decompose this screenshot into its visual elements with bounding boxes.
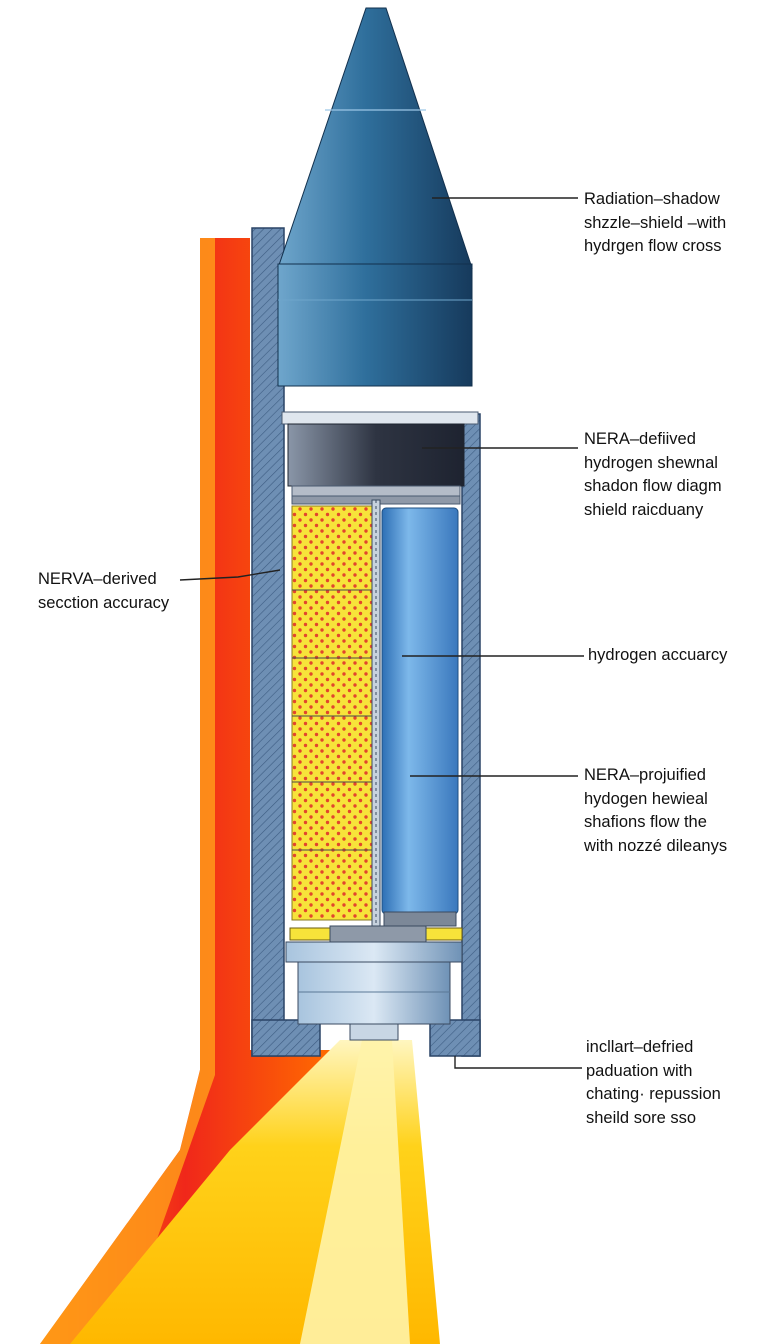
label-nose-shield: Radiation–shadow shzzle–shield –with hyd… bbox=[584, 188, 726, 259]
exhaust-jet-core bbox=[300, 1040, 410, 1344]
fuel-element-column bbox=[291, 505, 373, 921]
label-nozzle-exit: incllart–defried paduation with chating·… bbox=[586, 1036, 721, 1130]
hydrogen-column bbox=[381, 507, 459, 927]
casing-right-foot bbox=[429, 1019, 481, 1057]
upper-chamber-band bbox=[287, 423, 465, 487]
nozzle-base bbox=[297, 961, 451, 1025]
label-hydrogen-mid: hydrogen accuarcy bbox=[588, 644, 727, 668]
fuel-element bbox=[291, 505, 373, 921]
nose-cone-shield bbox=[277, 7, 473, 387]
label-line: shzzle–shield –with bbox=[584, 213, 727, 232]
casing-left-foot bbox=[251, 1019, 321, 1057]
nozzle-flange bbox=[285, 941, 463, 963]
label-line: incllart–defried bbox=[586, 1038, 694, 1056]
label-line: NERVA–derived bbox=[38, 570, 157, 588]
nozzle-throat bbox=[349, 1023, 399, 1041]
label-line: Radiation–shadow bbox=[584, 190, 720, 208]
leader-lines bbox=[179, 197, 584, 1069]
upper-chamber bbox=[281, 411, 479, 505]
exhaust-plume bbox=[40, 238, 440, 1344]
label-left-section: NERVA–derived secction accuracy bbox=[38, 568, 169, 615]
label-line: shafions flow the bbox=[584, 813, 707, 831]
leader-left-section bbox=[179, 569, 281, 581]
nose-cone-tip bbox=[277, 7, 473, 269]
label-line: chating· repussion bbox=[586, 1085, 721, 1103]
label-line: NERA–defiived bbox=[584, 430, 696, 448]
nose-cone-body bbox=[277, 263, 473, 387]
heat-band-red bbox=[40, 238, 330, 1344]
label-lower-channel: NERA–projuified hydogen hewieal shafions… bbox=[584, 764, 727, 858]
nozzle-assembly bbox=[285, 925, 463, 1041]
label-line: hydrgen flow cross bbox=[584, 237, 722, 255]
label-upper-chamber: NERA–defiived hydrogen shewnal shadon fl… bbox=[584, 428, 722, 522]
label-line: hydogen hewieal bbox=[584, 789, 708, 808]
label-line: secction accuracy bbox=[38, 593, 170, 612]
label-line: sheild sore sso bbox=[586, 1108, 697, 1127]
label-line: shield raicduany bbox=[584, 500, 704, 519]
label-line: hydrogen accuarcy bbox=[588, 646, 728, 664]
hydrogen-column-body bbox=[381, 507, 459, 915]
label-line: shadon flow diagm bbox=[584, 477, 722, 495]
label-line: paduation with bbox=[586, 1061, 693, 1080]
label-line: with nozzé dileanys bbox=[584, 836, 728, 855]
label-line: NERA–projuified bbox=[584, 766, 706, 784]
casing-right-wall bbox=[461, 413, 481, 1057]
leader-nozzle-exit bbox=[454, 1056, 582, 1069]
label-line: hydrogen shewnal bbox=[584, 453, 718, 472]
